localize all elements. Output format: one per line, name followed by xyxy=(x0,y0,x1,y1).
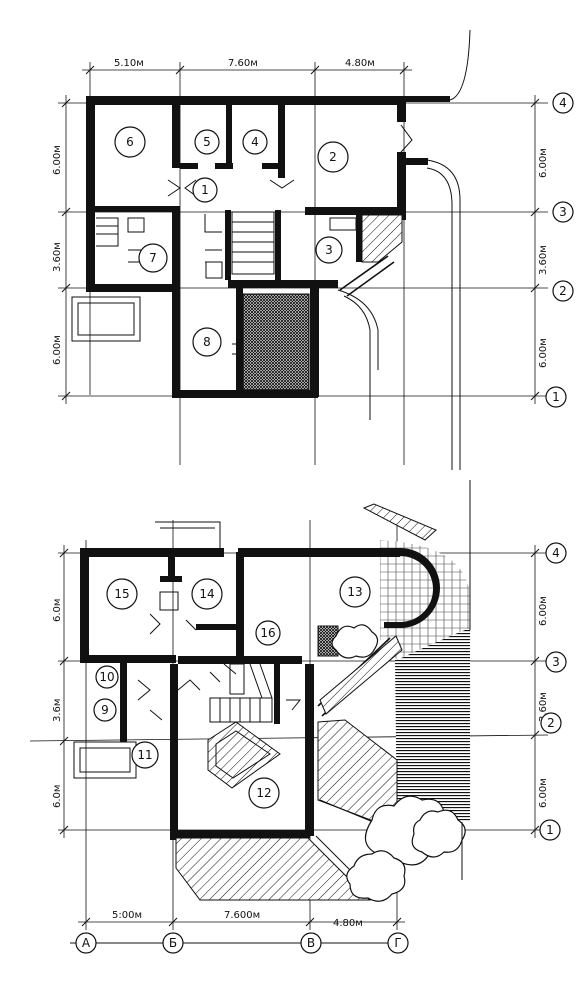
room-9: 9 xyxy=(93,698,117,722)
svg-text:11: 11 xyxy=(137,748,152,762)
svg-text:2: 2 xyxy=(329,150,337,164)
dim-top-1: 5.10м xyxy=(114,58,144,69)
axis-bubble-g: Г xyxy=(387,932,409,954)
axis-bubble-3-bottom: 3 xyxy=(545,651,567,673)
dim-left-b1: 6.0м xyxy=(52,599,63,622)
room-2: 2 xyxy=(317,141,349,173)
top-floor-plan: 5.10м 7.60м 4.80м 6.00м 3.60м 6.00м 6.00… xyxy=(52,29,574,470)
dim-right-b3: 6.00м xyxy=(538,778,549,808)
dim-right-b2: 3.60м xyxy=(538,692,549,722)
dim-top-3: 4.80м xyxy=(345,58,375,69)
svg-text:5: 5 xyxy=(203,135,211,149)
dim-left-b2: 3.6м xyxy=(52,699,63,722)
dim-right-3: 6.00м xyxy=(538,338,549,368)
room-7: 7 xyxy=(138,243,168,273)
axis-bubble-1-top: 1 xyxy=(545,386,567,408)
svg-text:Г: Г xyxy=(394,936,401,950)
svg-text:16: 16 xyxy=(260,626,275,640)
svg-text:7: 7 xyxy=(149,251,157,265)
dim-bottom-1: 5:00м xyxy=(112,910,142,921)
room-3: 3 xyxy=(315,236,343,264)
svg-text:6: 6 xyxy=(126,135,134,149)
axis-bubble-2-bottom: 2 xyxy=(540,712,562,734)
svg-text:8: 8 xyxy=(203,335,211,349)
svg-text:А: А xyxy=(82,936,91,950)
room-5: 5 xyxy=(194,129,220,155)
svg-text:2: 2 xyxy=(559,284,567,298)
svg-text:4: 4 xyxy=(552,546,560,560)
svg-text:14: 14 xyxy=(199,587,214,601)
axis-bubble-3-top: 3 xyxy=(552,201,574,223)
axis-bubble-b: Б xyxy=(162,932,184,954)
dim-bottom-3: 4.80м xyxy=(333,918,363,929)
room-8: 8 xyxy=(192,327,222,357)
dim-right-2: 3.60м xyxy=(538,245,549,275)
svg-text:12: 12 xyxy=(256,786,271,800)
svg-text:3: 3 xyxy=(559,205,567,219)
axis-bubble-1-bottom: 1 xyxy=(539,819,561,841)
axis-bubble-4-bottom: 4 xyxy=(545,542,567,564)
svg-text:2: 2 xyxy=(547,716,555,730)
svg-text:1: 1 xyxy=(546,823,554,837)
room-11: 11 xyxy=(131,741,159,769)
dim-top-2: 7.60м xyxy=(228,58,258,69)
room-4: 4 xyxy=(242,129,268,155)
dim-left-1: 6.00м xyxy=(52,145,63,175)
room-15: 15 xyxy=(106,578,138,610)
svg-text:9: 9 xyxy=(101,703,109,717)
svg-text:Б: Б xyxy=(169,936,177,950)
bottom-floor-plan: 6.0м 3.6м 6.0м 6.00м 3.60м 6.00м 5:00м 7… xyxy=(29,480,567,954)
room-12: 12 xyxy=(248,777,280,809)
room-6: 6 xyxy=(114,126,146,158)
dim-right-b1: 6.00м xyxy=(538,596,549,626)
svg-text:1: 1 xyxy=(552,390,560,404)
axis-bubble-2-top: 2 xyxy=(552,280,574,302)
svg-text:3: 3 xyxy=(325,243,333,257)
dim-left-2: 3.60м xyxy=(52,242,63,272)
room-13: 13 xyxy=(339,576,371,608)
room-1: 1 xyxy=(192,177,218,203)
svg-text:10: 10 xyxy=(99,670,114,684)
dim-left-b3: 6.0м xyxy=(52,785,63,808)
dim-right-1: 6.00м xyxy=(538,148,549,178)
axis-bubble-4-top: 4 xyxy=(552,92,574,114)
room-14: 14 xyxy=(191,578,223,610)
axis-bubble-v: В xyxy=(300,932,322,954)
svg-text:1: 1 xyxy=(201,183,209,197)
axis-bubble-a: А xyxy=(75,932,97,954)
dim-left-3: 6.00м xyxy=(52,335,63,365)
svg-text:13: 13 xyxy=(347,585,362,599)
dim-bottom-2: 7.600м xyxy=(224,910,260,921)
svg-text:3: 3 xyxy=(552,655,560,669)
room-10: 10 xyxy=(95,665,119,689)
svg-text:4: 4 xyxy=(251,135,259,149)
room-16: 16 xyxy=(255,620,281,646)
svg-text:4: 4 xyxy=(559,96,567,110)
svg-text:15: 15 xyxy=(114,587,129,601)
svg-text:В: В xyxy=(307,936,315,950)
